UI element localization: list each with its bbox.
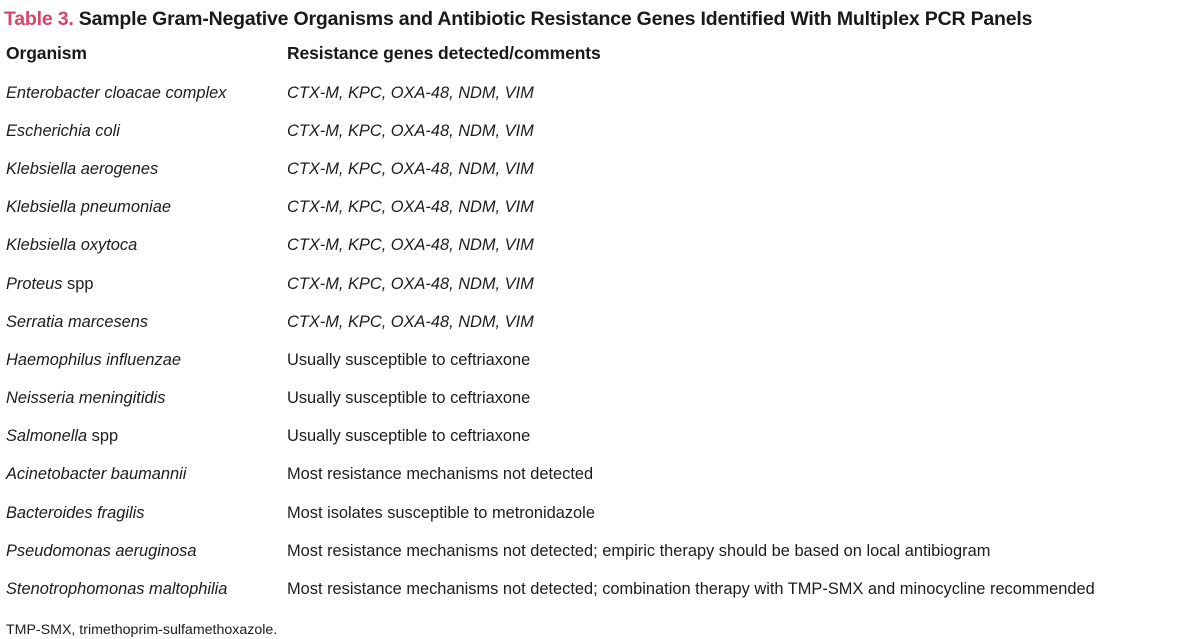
organism-name: Pseudomonas aeruginosa xyxy=(6,541,197,560)
column-header-organism: Organism xyxy=(6,43,87,63)
cell-organism: Haemophilus influenzae xyxy=(4,341,285,379)
organism-name: Klebsiella pneumoniae xyxy=(6,198,171,217)
cell-resistance-genes: Usually susceptible to ceftriaxone xyxy=(287,350,531,369)
organism-name: Salmonella xyxy=(6,427,88,446)
cell-organism: Proteus spp xyxy=(4,265,285,303)
cell-resistance-genes: Usually susceptible to ceftriaxone xyxy=(287,427,531,446)
cell-organism: Escherichia coli xyxy=(4,112,285,150)
table-row: Serratia marcesens CTX-M, KPC, OXA-48, ND… xyxy=(4,303,1200,341)
cell-organism: Klebsiella pneumoniae xyxy=(4,189,285,227)
table-row: Stenotrophomonas maltophilia Most resista… xyxy=(4,570,1200,608)
data-table: Organism Resistance genes detected/comme… xyxy=(4,36,1200,609)
organism-name: Enterobacter cloacae complex xyxy=(6,83,227,102)
organism-name: Stenotrophomonas maltophilia xyxy=(6,580,228,599)
column-header-genes: Resistance genes detected/comments xyxy=(287,43,601,63)
organism-name: Klebsiella aerogenes xyxy=(6,159,159,178)
cell-resistance-genes: Most resistance mechanisms not detected;… xyxy=(287,580,1095,599)
cell-resistance-genes: Most resistance mechanisms not detected xyxy=(287,465,594,484)
table-row: Bacteroides fragilis Most isolates suscep… xyxy=(4,494,1200,532)
cell-organism: Salmonella spp xyxy=(4,418,285,456)
table-row: Escherichia coli CTX-M, KPC, OXA-48, NDM,… xyxy=(4,112,1200,150)
table-number-label: Table 3. xyxy=(4,8,74,30)
cell-organism: Pseudomonas aeruginosa xyxy=(4,532,285,570)
organism-name: Proteus xyxy=(6,274,63,293)
table-row: Acinetobacter baumannii Most resistance m… xyxy=(4,456,1200,494)
cell-resistance-genes: CTX-M, KPC, OXA-48, NDM, VIM xyxy=(287,274,534,293)
cell-resistance-genes: Usually susceptible to ceftriaxone xyxy=(287,389,531,408)
organism-name: Serratia marcesens xyxy=(6,312,149,331)
table-caption: Sample Gram-Negative Organisms and Antib… xyxy=(78,8,1033,30)
organism-suffix: spp xyxy=(87,427,119,446)
table-row: Enterobacter cloacae complex CTX-M, KPC, … xyxy=(4,74,1200,112)
organism-name: Escherichia coli xyxy=(6,121,120,140)
cell-organism: Klebsiella aerogenes xyxy=(4,150,285,188)
table-footnote: TMP-SMX, trimethoprim-sulfamethoxazole. xyxy=(6,621,278,638)
cell-resistance-genes: CTX-M, KPC, OXA-48, NDM, VIM xyxy=(287,236,534,255)
cell-organism: Klebsiella oxytoca xyxy=(4,227,285,265)
table-header: Organism Resistance genes detected/comme… xyxy=(4,36,1200,74)
table-row: Pseudomonas aeruginosa Most resistance me… xyxy=(4,532,1200,570)
table-title: Table 3. Sample Gram-Negative Organisms … xyxy=(4,0,1200,36)
table-row: Klebsiella oxytoca CTX-M, KPC, OXA-48, ND… xyxy=(4,227,1200,265)
header-row: Organism Resistance genes detected/comme… xyxy=(4,36,1200,74)
cell-resistance-genes: CTX-M, KPC, OXA-48, NDM, VIM xyxy=(287,198,534,217)
cell-organism: Serratia marcesens xyxy=(4,303,285,341)
table-row: Neisseria meningitidis Usually susceptibl… xyxy=(4,380,1200,418)
cell-resistance-genes: CTX-M, KPC, OXA-48, NDM, VIM xyxy=(287,159,534,178)
organism-name: Neisseria meningitidis xyxy=(6,389,166,408)
organism-suffix: spp xyxy=(62,274,94,293)
table-row: Haemophilus influenzae Usually susceptibl… xyxy=(4,341,1200,379)
organism-name: Klebsiella oxytoca xyxy=(6,236,138,255)
cell-organism: Bacteroides fragilis xyxy=(4,494,285,532)
table-row: Klebsiella pneumoniae CTX-M, KPC, OXA-48,… xyxy=(4,189,1200,227)
cell-resistance-genes: CTX-M, KPC, OXA-48, NDM, VIM xyxy=(287,83,534,102)
cell-resistance-genes: Most isolates susceptible to metronidazo… xyxy=(287,503,595,522)
cell-organism: Acinetobacter baumannii xyxy=(4,456,285,494)
table-row: Klebsiella aerogenes CTX-M, KPC, OXA-48, … xyxy=(4,150,1200,188)
organism-name: Haemophilus influenzae xyxy=(6,350,181,369)
cell-organism: Enterobacter cloacae complex xyxy=(4,74,285,112)
cell-organism: Stenotrophomonas maltophilia xyxy=(4,570,285,608)
cell-organism: Neisseria meningitidis xyxy=(4,380,285,418)
organism-name: Acinetobacter baumannii xyxy=(6,465,187,484)
organism-name: Bacteroides fragilis xyxy=(6,503,145,522)
cell-resistance-genes: CTX-M, KPC, OXA-48, NDM, VIM xyxy=(287,121,534,140)
cell-resistance-genes: Most resistance mechanisms not detected;… xyxy=(287,541,991,560)
cell-resistance-genes: CTX-M, KPC, OXA-48, NDM, VIM xyxy=(287,312,534,331)
